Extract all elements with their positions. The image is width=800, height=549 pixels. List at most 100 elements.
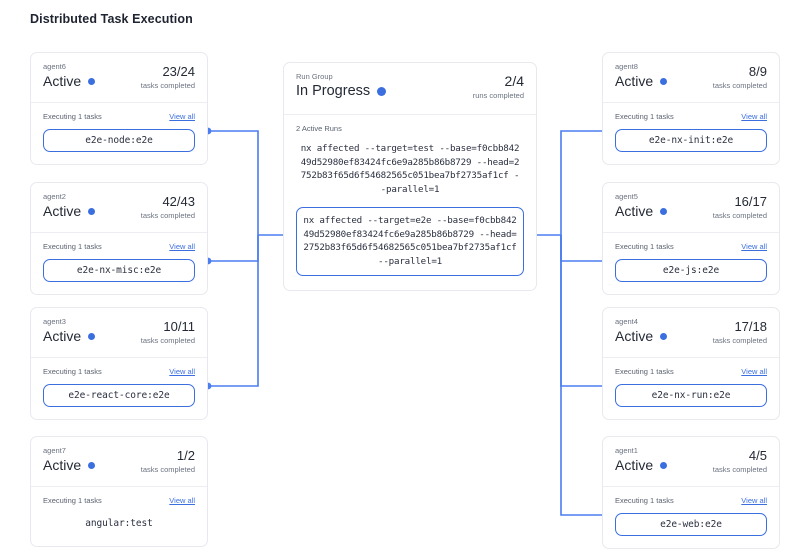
view-all-link[interactable]: View all (741, 496, 767, 505)
executing-row: Executing 1 tasks View all (43, 242, 195, 251)
agent-card-agent3[interactable]: agent3 Active 10/11 tasks completed Exec… (30, 307, 208, 420)
agent-card-agent7[interactable]: agent7 Active 1/2 tasks completed Execut… (30, 436, 208, 547)
agent-status-text: Active (43, 203, 82, 219)
agent-card-body: Executing 1 tasks View all e2e-js:e2e (603, 233, 779, 294)
status-dot-icon (88, 208, 96, 215)
run-group-card[interactable]: Run Group In Progress 2/4 runs completed… (283, 62, 537, 291)
agent-status-row: Active (43, 73, 195, 90)
status-dot-icon (660, 462, 668, 469)
agent-task-count-label: tasks completed (140, 465, 195, 474)
agent-name: agent1 (615, 446, 638, 455)
agent-card-body: Executing 1 tasks View all e2e-react-cor… (31, 358, 207, 419)
agent-card-agent4[interactable]: agent4 Active 17/18 tasks completed Exec… (602, 307, 780, 420)
agent-card-agent1[interactable]: agent1 Active 4/5 tasks completed Execut… (602, 436, 780, 549)
task-pill[interactable]: e2e-react-core:e2e (43, 384, 195, 407)
card-divider (31, 232, 207, 233)
agent-name: agent7 (43, 446, 66, 455)
executing-label: Executing 1 tasks (43, 367, 102, 376)
agent-name: agent4 (615, 317, 638, 326)
agent-card-body: Executing 1 tasks View all e2e-web:e2e (603, 487, 779, 548)
card-divider (603, 232, 779, 233)
agent-card-agent5[interactable]: agent5 Active 16/17 tasks completed Exec… (602, 182, 780, 295)
agent-card-header: agent7 Active 1/2 tasks completed (31, 437, 207, 486)
status-dot-icon (88, 78, 96, 85)
card-divider (31, 102, 207, 103)
agent-card-body: Executing 1 tasks View all e2e-nx-run:e2… (603, 358, 779, 419)
agent-status-row: Active (615, 328, 767, 345)
executing-label: Executing 1 tasks (43, 496, 102, 505)
agent-card-body: Executing 1 tasks View all angular:test (31, 487, 207, 546)
agent-card-agent8[interactable]: agent8 Active 8/9 tasks completed Execut… (602, 52, 780, 165)
run-group-header: Run Group In Progress 2/4 runs completed (284, 63, 536, 114)
agent-status-text: Active (615, 457, 654, 473)
agent-card-body: Executing 1 tasks View all e2e-nx-init:e… (603, 103, 779, 164)
card-divider (603, 102, 779, 103)
agent-card-body: Executing 1 tasks View all e2e-nx-misc:e… (31, 233, 207, 294)
executing-label: Executing 1 tasks (615, 367, 674, 376)
run-group-count: 2/4 (504, 73, 524, 89)
agent-name: agent8 (615, 62, 638, 71)
task-pill[interactable]: e2e-node:e2e (43, 129, 195, 152)
connector-agent6-to-run (208, 130, 259, 235)
view-all-link[interactable]: View all (169, 242, 195, 251)
active-runs-label: 2 Active Runs (296, 124, 342, 133)
agent-task-count: 4/5 (748, 448, 767, 463)
run-command[interactable]: nx affected --target=test --base=f0cbb84… (300, 143, 520, 195)
task-pill[interactable]: e2e-js:e2e (615, 259, 767, 282)
agent-status-text: Active (43, 73, 82, 89)
run-group-kind: Run Group (296, 72, 333, 81)
task-pill[interactable]: e2e-nx-init:e2e (615, 129, 767, 152)
executing-row: Executing 1 tasks View all (43, 112, 195, 121)
view-all-link[interactable]: View all (169, 496, 195, 505)
view-all-link[interactable]: View all (169, 112, 195, 121)
agent-status-row: Active (43, 328, 195, 345)
run-group-status-text: In Progress (296, 83, 371, 99)
agent-status-row: Active (43, 457, 195, 474)
executing-row: Executing 1 tasks View all (615, 112, 767, 121)
executing-label: Executing 1 tasks (615, 112, 674, 121)
agent-name: agent5 (615, 192, 638, 201)
task-pill[interactable]: e2e-nx-run:e2e (615, 384, 767, 407)
agent-card-agent2[interactable]: agent2 Active 42/43 tasks completed Exec… (30, 182, 208, 295)
agent-task-count-label: tasks completed (712, 465, 767, 474)
agent-card-agent6[interactable]: agent6 Active 23/24 tasks completed Exec… (30, 52, 208, 165)
executing-label: Executing 1 tasks (615, 242, 674, 251)
executing-label: Executing 1 tasks (43, 242, 102, 251)
connector-agent3-to-run (208, 235, 259, 387)
agent-task-count-label: tasks completed (140, 211, 195, 220)
agent-card-header: agent8 Active 8/9 tasks completed (603, 53, 779, 102)
view-all-link[interactable]: View all (741, 242, 767, 251)
agent-task-count-label: tasks completed (712, 81, 767, 90)
agent-name: agent2 (43, 192, 66, 201)
agent-status-row: Active (43, 203, 195, 220)
view-all-link[interactable]: View all (741, 112, 767, 121)
task-pill[interactable]: e2e-web:e2e (615, 513, 767, 536)
card-divider (603, 486, 779, 487)
agent-task-count: 23/24 (162, 64, 195, 79)
executing-label: Executing 1 tasks (615, 496, 674, 505)
agent-status-row: Active (615, 203, 767, 220)
agent-card-header: agent5 Active 16/17 tasks completed (603, 183, 779, 232)
run-group-status-row: In Progress (296, 83, 524, 100)
agent-status-text: Active (615, 203, 654, 219)
run-command-selected[interactable]: nx affected --target=e2e --base=f0cbb842… (296, 207, 524, 276)
view-all-link[interactable]: View all (741, 367, 767, 376)
agent-task-count-label: tasks completed (140, 81, 195, 90)
task-pill[interactable]: e2e-nx-misc:e2e (43, 259, 195, 282)
agent-status-text: Active (615, 73, 654, 89)
status-dot-icon (660, 78, 668, 85)
agent-task-count: 10/11 (163, 319, 195, 334)
page-title: Distributed Task Execution (30, 12, 193, 26)
view-all-link[interactable]: View all (169, 367, 195, 376)
agent-status-text: Active (43, 328, 82, 344)
agent-task-count: 16/17 (734, 194, 767, 209)
agent-status-text: Active (615, 328, 654, 344)
agent-task-count: 17/18 (734, 319, 767, 334)
agent-card-header: agent6 Active 23/24 tasks completed (31, 53, 207, 102)
agent-card-header: agent1 Active 4/5 tasks completed (603, 437, 779, 486)
agent-task-count-label: tasks completed (712, 211, 767, 220)
agent-card-header: agent4 Active 17/18 tasks completed (603, 308, 779, 357)
run-group-body: 2 Active Runs nx affected --target=test … (284, 115, 536, 290)
agent-task-count-label: tasks completed (140, 336, 195, 345)
